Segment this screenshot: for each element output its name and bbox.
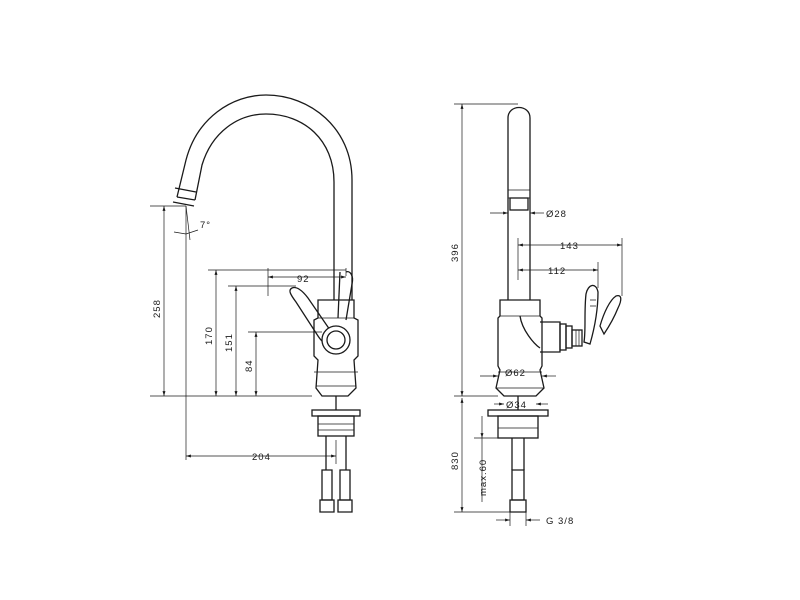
dim-204: 204 xyxy=(252,452,271,463)
dim-84: 84 xyxy=(244,359,255,372)
spout-outer xyxy=(176,94,353,300)
dim-112: 112 xyxy=(548,266,566,277)
dim-92: 92 xyxy=(297,274,310,285)
dim-830: 830 xyxy=(450,451,461,470)
mount-assembly xyxy=(311,396,361,513)
dim-d62: Ø62 xyxy=(505,368,526,379)
dim-258: 258 xyxy=(152,299,163,318)
spout-inner xyxy=(194,113,335,300)
front-lever xyxy=(583,284,622,345)
spout-tip xyxy=(172,187,197,207)
dim-143: 143 xyxy=(560,241,579,252)
dim-thread: G 3/8 xyxy=(546,516,574,527)
front-body xyxy=(495,299,545,397)
dim-d34: Ø34 xyxy=(506,400,527,411)
dim-max60: max.60 xyxy=(478,459,489,496)
front-view: 396 Ø28 143 112 Ø62 Ø34 8 xyxy=(450,103,623,527)
dim-d28: Ø28 xyxy=(546,209,567,220)
front-mount xyxy=(487,396,549,513)
front-dimensions: 396 Ø28 143 112 Ø62 Ø34 8 xyxy=(450,103,623,527)
dim-angle: 7° xyxy=(200,220,211,231)
side-view: 258 7° 92 170 151 84 xyxy=(150,94,361,513)
spout-column xyxy=(507,106,531,300)
dim-396: 396 xyxy=(450,243,461,262)
dim-151: 151 xyxy=(224,333,235,352)
lever-handle xyxy=(289,270,354,355)
side-dimensions: 258 7° 92 170 151 84 xyxy=(150,205,347,464)
dim-170: 170 xyxy=(204,326,215,345)
